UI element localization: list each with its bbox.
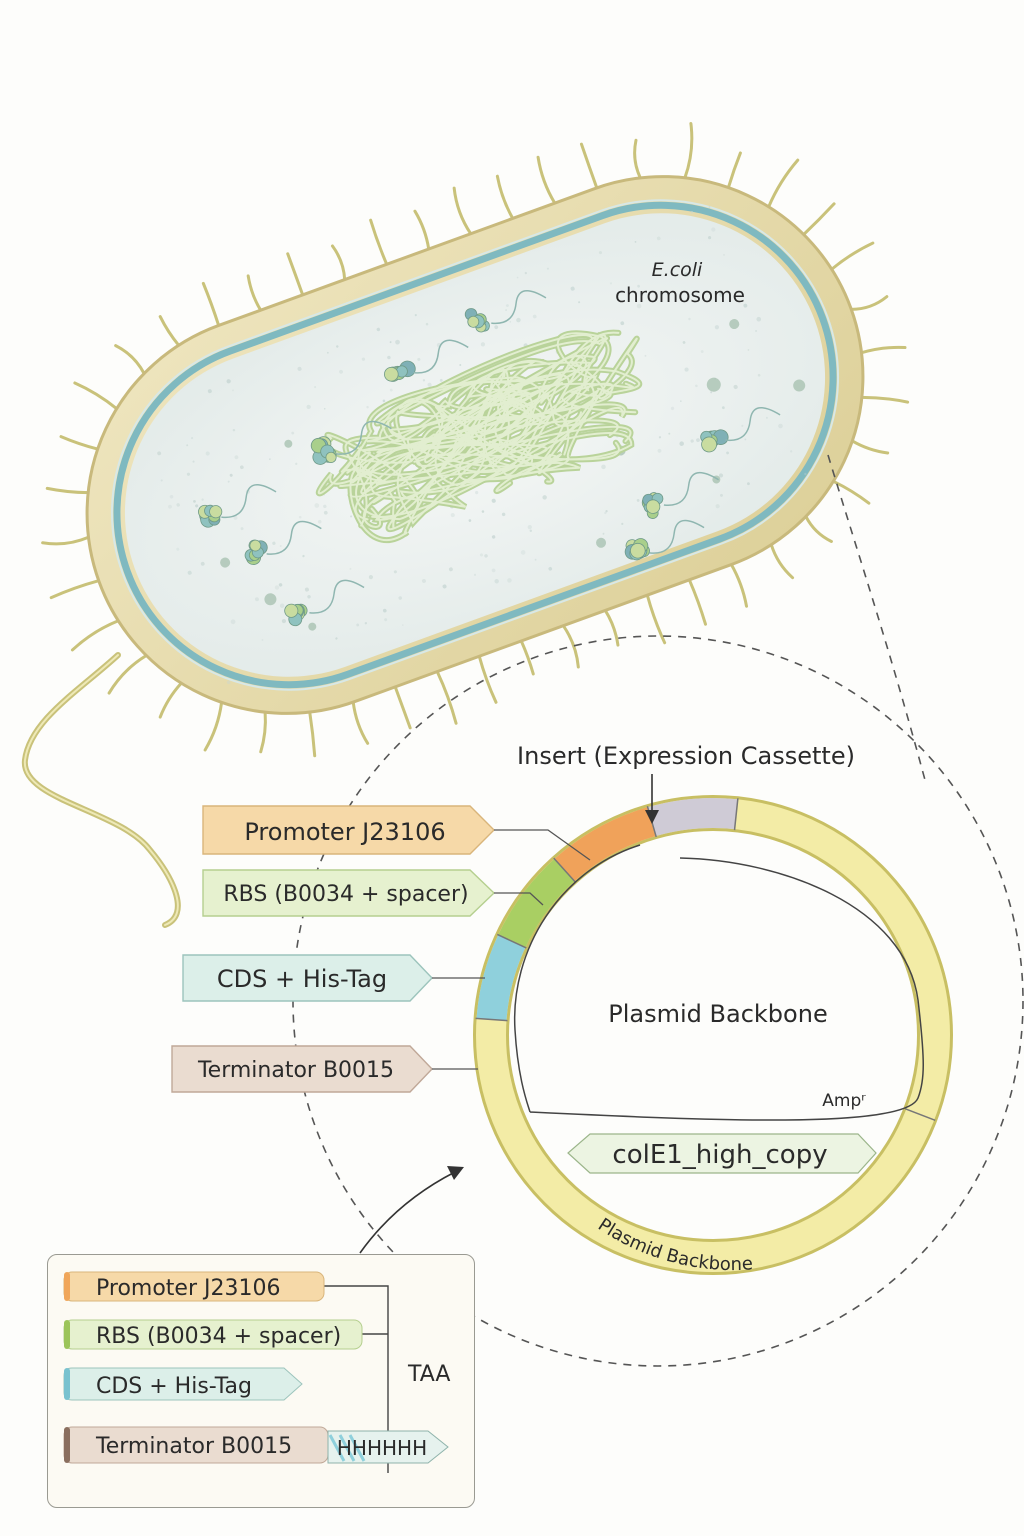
pilus [802, 202, 836, 236]
plasmid-inner-line [529, 857, 924, 1121]
promoter-tag [202, 805, 495, 855]
pilus [561, 624, 580, 669]
pilus [519, 639, 535, 676]
pilus [246, 274, 263, 312]
chromosome-label: chromosome [615, 283, 745, 307]
pilus [830, 241, 875, 271]
pilus [687, 578, 707, 626]
pilus [603, 608, 620, 647]
origin-label: colE1_high_copy [612, 1140, 827, 1170]
cassette-legend-graphic: Promoter J23106 RBS (B0034 + spacer) CDS… [63, 1271, 450, 1473]
pilus [158, 681, 183, 719]
legend-pointer-arrow [359, 1171, 456, 1254]
pilus [70, 619, 120, 652]
insert-segment [647, 797, 738, 837]
chromosome-label-italic: E.coli [652, 259, 703, 281]
zoom-connector-line [827, 454, 926, 781]
pilus [413, 209, 431, 251]
ribosome-clusters [198, 290, 781, 627]
pilus [769, 543, 795, 580]
rbs-tag [202, 869, 496, 917]
resistance-label: Ampʳ [822, 1091, 866, 1111]
pilus [308, 710, 317, 758]
cell-membrane [113, 201, 837, 689]
cds-tag-label: CDS + His-Tag [217, 965, 387, 993]
pilus [850, 439, 890, 455]
pili [41, 121, 910, 758]
pilus [767, 158, 800, 209]
pilus [726, 151, 742, 190]
pilus [633, 138, 642, 180]
insert-label: Insert (Expression Cassette) [517, 742, 855, 770]
legend-terminator-label: Terminator B0015 [95, 1434, 292, 1459]
terminator-tag [171, 1045, 433, 1093]
pilus [860, 395, 910, 404]
pilus [495, 174, 515, 220]
pilus [73, 381, 119, 411]
legend-his-tag-arrow [327, 1430, 449, 1464]
pilus [645, 593, 667, 645]
pilus [107, 654, 148, 695]
pilus [536, 155, 557, 205]
pilus [369, 218, 389, 266]
terminator-tag-label: Terminator B0015 [197, 1058, 394, 1083]
bacterium-cell [41, 121, 910, 758]
insert-arrow-head [645, 810, 659, 824]
legend-promoter-label: Promoter J23106 [96, 1276, 280, 1301]
pilus [831, 479, 871, 505]
part-tags: Promoter J23106 RBS (B0034 + spacer) CDS… [171, 805, 591, 1093]
pilus [452, 186, 473, 236]
promoter-tag-label: Promoter J23106 [244, 818, 445, 846]
pilus [860, 345, 907, 355]
pilus [49, 579, 101, 600]
pilus [59, 435, 100, 451]
pilus [203, 700, 224, 752]
pilus [45, 486, 90, 495]
legend-rbs-label: RBS (B0034 + spacer) [96, 1324, 341, 1349]
flagellum [21, 652, 181, 928]
rbs-segment [498, 858, 575, 948]
promoter-segment [554, 807, 657, 882]
legend-his-tag-label: HHHHHH [337, 1436, 427, 1460]
legend-cds-label: CDS + His-Tag [96, 1374, 252, 1399]
pilus [435, 670, 458, 725]
pilus [683, 121, 694, 180]
plasmid-map: Plasmid Backbone Ampʳ colE1_high_copy Pl… [473, 742, 953, 1275]
pilus [729, 563, 749, 608]
pilus [201, 281, 221, 327]
pilus [351, 700, 370, 745]
pilus [849, 295, 889, 311]
pilus [393, 685, 412, 730]
pilus [158, 315, 181, 347]
origin-marker [567, 1133, 877, 1174]
pilus [41, 535, 90, 546]
cds-segment [476, 934, 526, 1021]
pilus [477, 654, 498, 704]
rbs-tag-label: RBS (B0034 + spacer) [223, 882, 468, 907]
plasmid-center-label: Plasmid Backbone [608, 1000, 827, 1028]
pilus [259, 710, 267, 754]
cds-tag [182, 954, 433, 1002]
pilus [114, 344, 146, 376]
pilus [804, 514, 833, 543]
pilus [330, 244, 347, 282]
pilus [579, 142, 599, 190]
cassette-legend: Promoter J23106 RBS (B0034 + spacer) CDS… [47, 1254, 475, 1508]
pilus [286, 252, 305, 297]
chromosome-dna-highlight [317, 331, 641, 541]
legend-stop-codon: TAA [407, 1362, 450, 1387]
